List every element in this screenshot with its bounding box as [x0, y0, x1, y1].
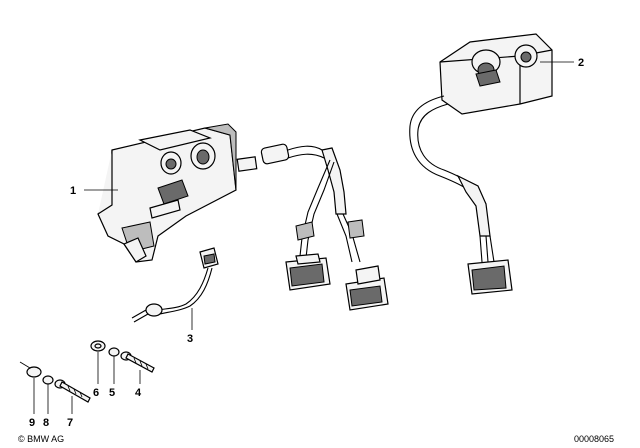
washer-8: [42, 375, 54, 385]
copyright-text: © BMW AG: [18, 434, 64, 444]
callout-8: 8: [43, 417, 49, 429]
callout-3: 3: [187, 333, 193, 345]
washer-5: [108, 347, 120, 357]
screw-7: [54, 379, 91, 403]
harness-left: [260, 143, 389, 311]
washer-6: [90, 340, 106, 352]
cable-switch: [131, 247, 219, 323]
callout-5: 5: [109, 387, 115, 399]
callout-9: 9: [29, 417, 35, 429]
switch-housing-right: [439, 33, 553, 115]
switch-housing-left: [97, 123, 258, 263]
diagram-id: 00008065: [574, 434, 614, 444]
screw-4: [120, 351, 155, 373]
harness-right: [409, 95, 513, 295]
callout-1: 1: [70, 185, 76, 197]
callout-4: 4: [135, 387, 142, 399]
callout-6: 6: [93, 387, 99, 399]
washer-9: [26, 366, 42, 378]
dash-mark: [19, 361, 31, 369]
callout-2: 2: [578, 57, 584, 69]
callout-7: 7: [67, 417, 73, 429]
